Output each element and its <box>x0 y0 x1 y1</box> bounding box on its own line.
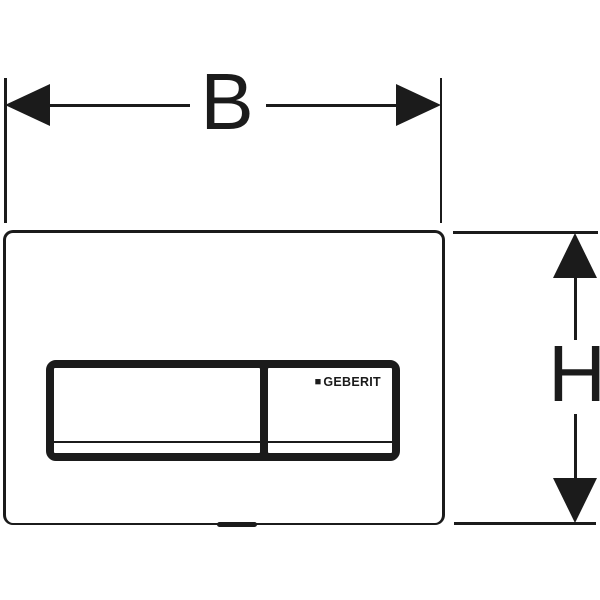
dim-b-extension-line-right <box>439 78 442 223</box>
geberit-logo-square-icon: ■ <box>314 375 322 388</box>
geberit-logo-text: GEBERIT <box>323 375 381 389</box>
dim-h-extension-line-top <box>453 231 598 234</box>
button-divider <box>260 368 268 453</box>
flush-button-small: ■ GEBERIT <box>268 368 392 453</box>
geberit-logo: ■ GEBERIT <box>315 376 381 389</box>
dim-b-line-left-segment <box>48 103 190 107</box>
dim-h-line-top-segment <box>573 276 577 340</box>
dim-h-arrow-down-icon <box>553 478 597 523</box>
button-large-split-line <box>54 441 260 443</box>
dim-b-arrow-left-icon <box>5 84 50 126</box>
dim-b-extension-line-left <box>4 78 7 223</box>
dim-h-line-bottom-segment <box>573 414 577 479</box>
button-small-split-line <box>268 441 392 443</box>
dim-b-arrow-right-icon <box>396 84 441 126</box>
dim-b-label: B <box>200 57 254 146</box>
dim-h-arrow-up-icon <box>553 233 597 278</box>
dim-h-extension-line-bottom <box>454 522 596 525</box>
button-panel: ■ GEBERIT <box>46 360 400 461</box>
dim-b-line-right-segment <box>266 103 398 107</box>
flush-button-large <box>54 368 260 453</box>
dim-h-label: H <box>548 329 600 418</box>
plate-bottom-tab <box>217 521 257 527</box>
